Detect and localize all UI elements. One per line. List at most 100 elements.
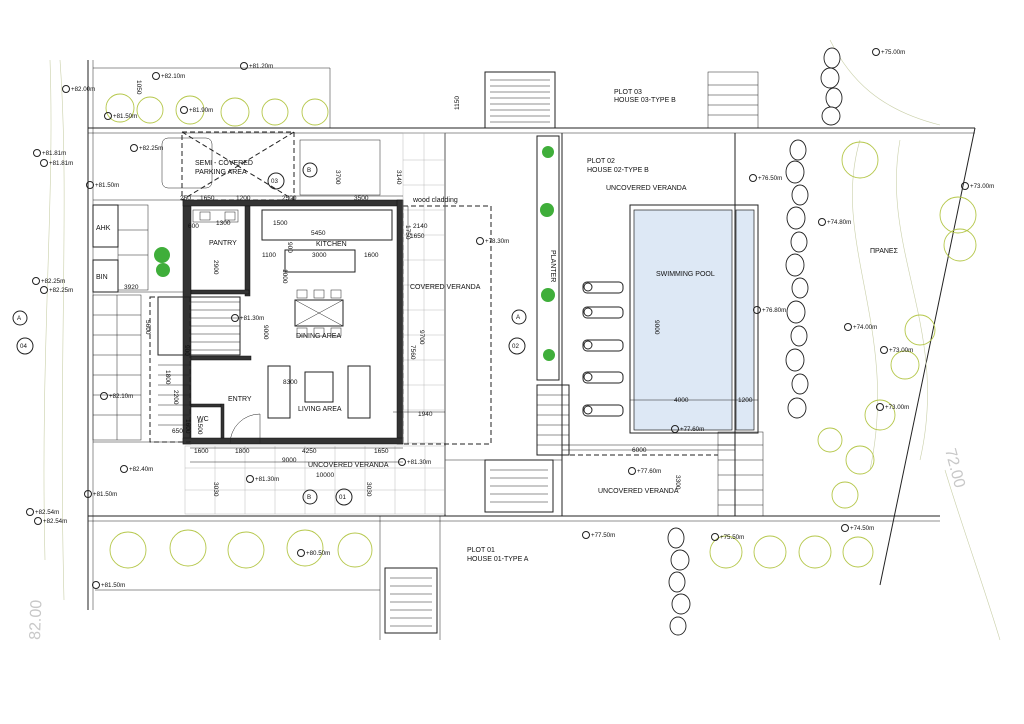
level-symbol-icon [749, 174, 757, 182]
level-symbol-icon [841, 524, 849, 532]
dimension-value: 1200 [236, 195, 251, 202]
sun-loungers [582, 281, 624, 417]
swimming-pool-label: SWIMMING POOL [656, 271, 715, 278]
dimension-value: 9000 [262, 325, 269, 340]
dimension-value: 3030 [365, 482, 372, 497]
dimension-value: 7560 [409, 345, 416, 360]
level-value: +81.50m [101, 582, 125, 589]
level-symbol-icon [32, 277, 40, 285]
entry-label: ENTRY [228, 396, 252, 403]
level-symbol-icon [880, 346, 888, 354]
dimension-value: 650 [172, 428, 183, 435]
level-marker: +81.30m [231, 314, 264, 322]
uncovered-veranda-house02-top: UNCOVERED VERANDA [606, 185, 687, 192]
level-marker: +81.50m [104, 112, 137, 120]
level-symbol-icon [84, 490, 92, 498]
dimension-value: 9700 [418, 330, 425, 345]
level-marker: +77.60m [671, 425, 704, 433]
dimension-value: 1600 [194, 448, 209, 455]
dimension-value: 1800 [235, 448, 250, 455]
level-value: +74.50m [850, 525, 874, 532]
ahk-label: AHK [96, 225, 111, 232]
level-symbol-icon [92, 581, 100, 589]
dimension-value: 4250 [302, 448, 317, 455]
dimension-value: 1050 [135, 80, 142, 95]
level-symbol-icon [130, 144, 138, 152]
section-markers: A A B B 01 02 03 04 [12, 162, 527, 506]
dimension-value: 250 [180, 195, 191, 202]
level-value: +82.25m [49, 287, 73, 294]
level-marker: +82.10m [100, 392, 133, 400]
level-symbol-icon [40, 159, 48, 167]
dimension-value: 6000 [632, 447, 647, 454]
level-symbol-icon [34, 517, 42, 525]
level-value: +78.30m [485, 238, 509, 245]
level-value: +73.00m [970, 183, 994, 190]
level-value: +82.54m [43, 518, 67, 525]
section-mark-a-left: A [17, 315, 22, 322]
level-marker: +81.30m [246, 475, 279, 483]
level-value: +77.60m [637, 468, 661, 475]
dimension-value: 4000 [674, 397, 689, 404]
level-marker: +77.60m [628, 467, 661, 475]
dimension-value: 8300 [283, 379, 298, 386]
level-value: +82.25m [41, 278, 65, 285]
level-marker: +82.00m [62, 85, 95, 93]
elevation-mark-01: 01 [339, 494, 346, 501]
parking-label-2: PARKING AREA [195, 169, 247, 176]
dimension-value: 3300 [674, 475, 681, 490]
planter-label: PLANTER [549, 250, 556, 282]
level-marker: +76.80m [753, 306, 786, 314]
level-value: +80.50m [306, 550, 330, 557]
dimension-value: 9000 [653, 320, 660, 335]
level-value: +82.10m [161, 73, 185, 80]
dimension-value: 2140 [413, 223, 428, 230]
level-symbol-icon [818, 218, 826, 226]
dimension-value: 1750 [404, 225, 411, 240]
parking-label-1: SEMI - COVERED [195, 160, 253, 167]
level-value: +76.50m [758, 175, 782, 182]
level-value: +75.50m [720, 534, 744, 541]
level-symbol-icon [753, 306, 761, 314]
level-value: +73.00m [885, 404, 909, 411]
plot01-label: PLOT 01 [467, 547, 495, 554]
section-mark-b-bottom: B [307, 494, 311, 501]
dimension-value: 1940 [418, 411, 433, 418]
level-symbol-icon [628, 467, 636, 475]
dimension-value: 2500 [282, 195, 297, 202]
dimension-value: 1500 [196, 420, 203, 435]
level-symbol-icon [26, 508, 34, 516]
level-symbol-icon [297, 549, 305, 557]
level-symbol-icon [671, 425, 679, 433]
dimension-value: 1600 [184, 419, 191, 434]
level-marker: +77.50m [582, 531, 615, 539]
level-marker: +81.30m [398, 458, 431, 466]
level-symbol-icon [876, 403, 884, 411]
slope-label: ΠΡΑΝΕΣ [870, 248, 899, 255]
dimension-value: 1650 [410, 233, 425, 240]
level-marker: +81.50m [86, 181, 119, 189]
contour-label-right: 72.00 [941, 447, 968, 490]
level-symbol-icon [711, 533, 719, 541]
uncovered-veranda-house01: UNCOVERED VERANDA [308, 462, 389, 469]
labels: PLOT 01 HOUSE 01-TYPE A PLOT 02 HOUSE 02… [27, 89, 968, 640]
level-marker: +81.90m [180, 106, 213, 114]
contour-label-left: 82.00 [27, 599, 45, 640]
level-value: +81.30m [240, 315, 264, 322]
level-value: +81.20m [249, 63, 273, 70]
living-area-label: LIVING AREA [298, 406, 342, 413]
level-symbol-icon [398, 458, 406, 466]
level-symbol-icon [180, 106, 188, 114]
dimension-value: 1200 [738, 397, 753, 404]
level-value: +81.50m [95, 182, 119, 189]
landscape-trees [105, 93, 977, 569]
level-symbol-icon [844, 323, 852, 331]
level-value: +73.00m [889, 347, 913, 354]
dimension-value: 1100 [262, 252, 276, 259]
dimension-value: 1500 [273, 220, 288, 227]
dimension-value: 900 [286, 242, 293, 253]
level-value: +81.50m [113, 113, 137, 120]
level-symbol-icon [240, 62, 248, 70]
dimension-value: 1000 [281, 269, 288, 284]
